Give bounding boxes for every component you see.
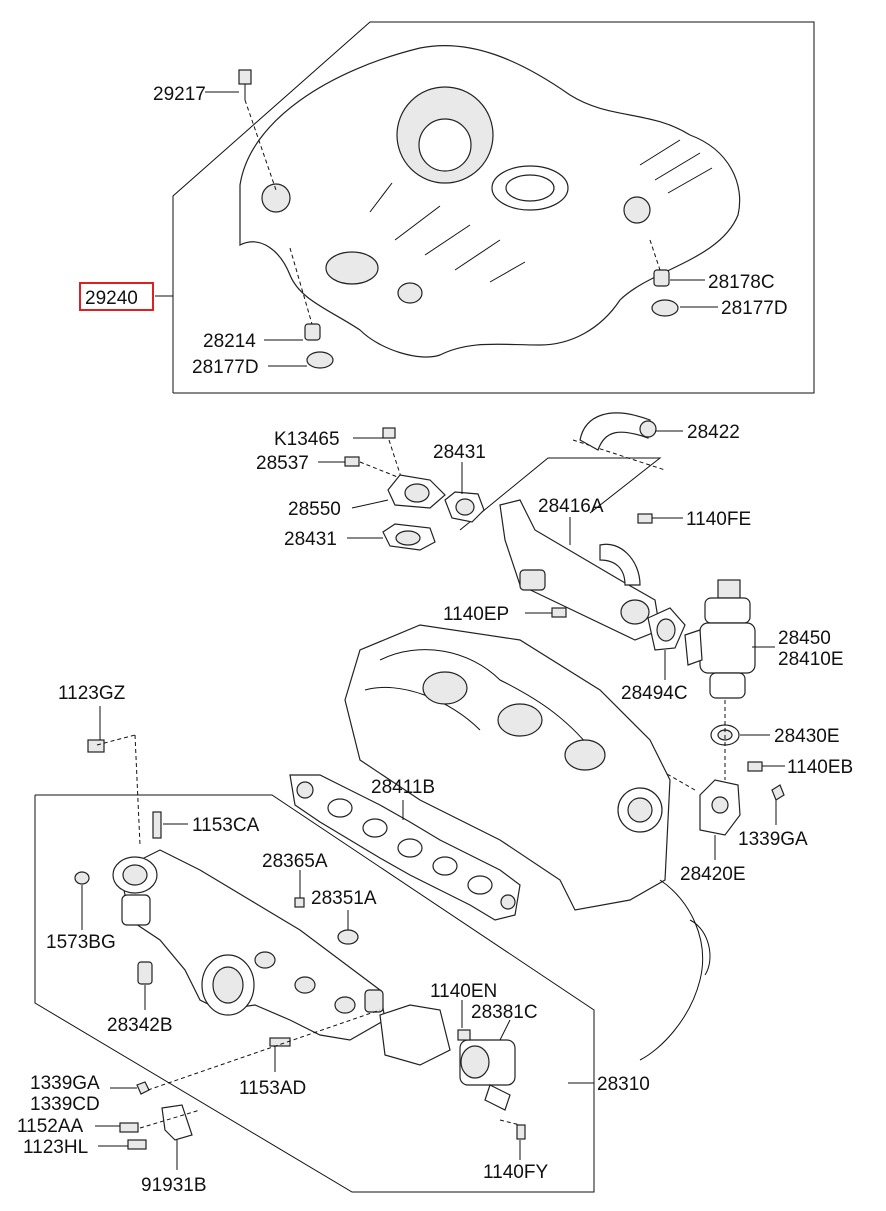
label-K13465: K13465 — [274, 429, 340, 450]
bolt-1140EP — [551, 607, 567, 618]
label-29217: 29217 — [153, 84, 206, 105]
stud-1153AD — [269, 1037, 291, 1047]
label-1123GZ: 1123GZ — [58, 683, 126, 704]
grommet-28178C — [649, 239, 679, 317]
bolt-1123GZ — [87, 739, 105, 753]
label-1140EB: 1140EB — [787, 757, 853, 778]
label-28411B: 28411B — [371, 777, 435, 798]
highlight-box-29240 — [79, 282, 154, 311]
bolt-1140EN — [457, 1029, 471, 1041]
intake-manifold-28310 — [119, 849, 386, 1041]
label-28342B: 28342B — [107, 1015, 173, 1036]
label-1339GA-right: 1339GA — [738, 829, 808, 850]
bolt-1140FY — [516, 1124, 526, 1140]
label-1123HL: 1123HL — [23, 1137, 88, 1158]
label-28310: 28310 — [597, 1074, 650, 1095]
cover-oil-cap-ring — [418, 118, 472, 172]
label-1339GA-left: 1339GA — [30, 1073, 100, 1094]
label-1140EN: 1140EN — [430, 981, 497, 1002]
label-28381C: 28381C — [471, 1002, 538, 1023]
bolt-1123HL — [127, 1139, 147, 1150]
label-1152AA: 1152AA — [17, 1116, 84, 1137]
label-28416A: 28416A — [538, 496, 604, 517]
cylinder-head-body — [344, 624, 671, 911]
bolt-29217 — [238, 69, 277, 191]
label-28431-lower: 28431 — [284, 529, 337, 550]
label-28178C: 28178C — [708, 272, 775, 293]
cover-boss-left — [261, 183, 291, 213]
hose-28422 — [579, 412, 651, 451]
egr-group — [318, 412, 785, 860]
label-28430E: 28430E — [774, 726, 840, 747]
label-28214: 28214 — [203, 331, 256, 352]
brand-emblem-inner — [505, 174, 555, 202]
label-28422: 28422 — [687, 422, 740, 443]
engine-cover-group — [155, 21, 815, 394]
bracket-91931B — [161, 1104, 193, 1141]
nut-1339GA — [136, 1081, 150, 1095]
bolt-1140FE — [637, 513, 653, 524]
label-1140EP: 1140EP — [443, 604, 509, 625]
label-28431-upper: 28431 — [433, 442, 486, 463]
intake-manifold-group — [34, 706, 595, 1193]
label-1153CA: 1153CA — [192, 815, 260, 836]
intake-gasket-28411B — [289, 774, 521, 921]
cover-recess-small — [397, 282, 423, 304]
label-28177D-right: 28177D — [721, 298, 788, 319]
label-28494C: 28494C — [621, 683, 688, 704]
label-28537: 28537 — [256, 453, 309, 474]
throttle-body-28381C — [379, 1004, 516, 1111]
label-1140FE: 1140FE — [686, 509, 751, 530]
label-1140FY: 1140FY — [483, 1162, 548, 1183]
stud-28342B — [137, 961, 153, 985]
label-28420E: 28420E — [680, 864, 746, 885]
cover-ribs — [369, 139, 713, 283]
nut-K13465 — [382, 427, 396, 439]
cover-boss-right — [623, 196, 651, 224]
label-1153AD: 1153AD — [239, 1078, 306, 1099]
label-29240: 29240 — [85, 288, 138, 309]
label-28365A: 28365A — [262, 851, 328, 872]
grommet-28214 — [289, 247, 334, 369]
cover-recess — [325, 251, 379, 285]
bolt-28537 — [344, 456, 360, 467]
label-1339CD: 1339CD — [30, 1094, 100, 1115]
label-91931B: 91931B — [141, 1175, 207, 1196]
plug-28351A — [337, 929, 359, 945]
cylinder-head — [344, 624, 711, 1061]
part-labels: 29217 29240 28178C 28177D 28214 28177D K… — [17, 84, 853, 1196]
stud-1153CA — [152, 811, 162, 839]
bolt-1140EB — [747, 761, 763, 772]
plug-1573BG — [74, 871, 90, 885]
nut-28365A — [294, 897, 305, 908]
label-28351A: 28351A — [311, 888, 377, 909]
label-28410E: 28410E — [778, 649, 844, 670]
nut-1339GA — [771, 784, 785, 801]
label-28550: 28550 — [288, 499, 341, 520]
label-28177D-left: 28177D — [192, 357, 259, 378]
egr-valve-28450 — [684, 579, 756, 699]
label-1573BG: 1573BG — [46, 932, 116, 953]
bolt-1152AA — [119, 1122, 139, 1133]
label-28450: 28450 — [778, 628, 831, 649]
